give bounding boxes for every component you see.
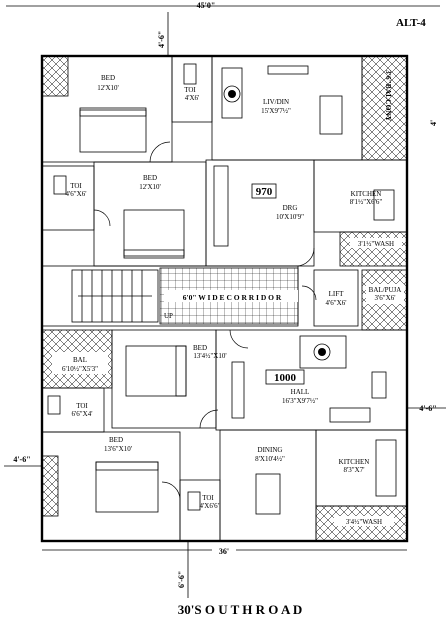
bottom-vertical-dimension: 6'-6" — [177, 541, 189, 598]
lift-size: 4'6"X6' — [326, 299, 347, 307]
bed4-name: BED — [109, 436, 123, 444]
kitchen1-size: 8'1½"X6'6" — [350, 198, 383, 206]
lower-area-box — [265, 369, 305, 385]
dim-left-label: 4'-6" — [13, 455, 30, 464]
balpuja-name: BAL/PUJA — [369, 286, 402, 294]
toi4-wc-icon — [187, 491, 201, 511]
right-dimension: 4'-6" — [407, 404, 446, 413]
bed4-wardrobe — [41, 455, 59, 517]
drg-name: DRG — [283, 204, 298, 212]
bed3-name: BED — [193, 344, 207, 352]
room-hall — [215, 329, 408, 431]
bal-size: 6'10½"X5'3" — [62, 365, 98, 373]
hall-size: 16'3"X9'7½" — [282, 397, 318, 405]
top-left-dimension: 4'-6" — [157, 12, 169, 56]
toi2-name: TOI — [70, 182, 82, 190]
room-lift — [313, 269, 359, 327]
dining-table-icon — [319, 95, 343, 135]
dining-size: 8'X10'4½" — [255, 455, 285, 463]
upper-unit-area: 970 — [256, 186, 273, 198]
hall-sofa-icon — [329, 407, 371, 423]
bed1-size: 12'X10' — [97, 84, 119, 92]
toi1-name: TOI — [184, 86, 196, 94]
bal-name: BAL — [73, 356, 87, 364]
room-wash1 — [339, 231, 408, 267]
bed1-hatch — [41, 55, 69, 97]
livdin-size: 15'X9'7½" — [261, 107, 291, 115]
bed2-name: BED — [143, 174, 157, 182]
drg-size: 10'X10'9" — [276, 213, 304, 221]
lower-unit-area: 1000 — [274, 372, 297, 384]
balcony-name: 3'6"BALCONY — [384, 70, 393, 122]
dim-right-label: 4'-6" — [419, 404, 436, 413]
bed3-bed-icon — [125, 345, 187, 397]
hall-rug-icon — [299, 335, 347, 369]
toi4-name: TOI — [202, 494, 214, 502]
bed4-size: 13'6"X10' — [104, 445, 132, 453]
kitchen1-counter-icon — [373, 189, 395, 221]
top-width-label: 45'0" — [197, 1, 216, 10]
road-label: 30'S O U T H R O A D — [178, 602, 303, 617]
stair-treads — [78, 270, 152, 322]
bottom-dimension: 36' — [42, 544, 407, 556]
bed2-size: 12'X10' — [139, 183, 161, 191]
bed2-bed-icon — [123, 209, 185, 257]
dim-top-left-label: 4'-6" — [157, 31, 166, 48]
kitchen2-counter-icon — [375, 439, 397, 497]
wash2-name: 3'4½"WASH — [346, 518, 382, 526]
livdin-sofa-icon — [267, 65, 309, 75]
hall-chair-icon — [371, 371, 387, 399]
bed1-bed-icon — [79, 109, 147, 153]
corridor-label: 6'0" W I D E C O R R I D O R — [183, 293, 282, 302]
bed1-name: BED — [101, 74, 115, 82]
lift-name: LIFT — [329, 290, 345, 298]
hall-unit-icon — [231, 361, 245, 419]
bed3-size: 13'4½"X10' — [193, 352, 226, 360]
dim-bottom-label: 6'-6" — [177, 571, 186, 588]
bed4-bed-icon — [95, 461, 159, 513]
dining2-table-icon — [255, 473, 281, 515]
kitchen2-name: KITCHEN — [339, 458, 370, 466]
room-balcony — [361, 55, 408, 161]
hall-name: HALL — [291, 388, 310, 396]
kitchen2-size: 8'3"X7' — [344, 466, 365, 474]
alt-label: ALT-4 — [396, 17, 426, 29]
toi4-size: 4'X6'6" — [200, 502, 221, 510]
toi1-wc-icon — [183, 63, 197, 85]
door-swings — [93, 141, 317, 501]
staircase — [71, 269, 159, 323]
toi3-wc-icon — [47, 395, 61, 415]
dining-name: DINING — [258, 446, 283, 454]
bottom-width-label: 36' — [219, 547, 229, 556]
balpuja-size: 3'6"X6' — [375, 294, 396, 302]
drg-sofa-icon — [213, 165, 229, 247]
upper-area-box — [251, 183, 277, 199]
room-toi4 — [179, 479, 221, 542]
right-top-dim: 4' — [429, 120, 438, 126]
kitchen1-name: KITCHEN — [351, 190, 382, 198]
top-dimension: 45'0" — [6, 1, 440, 10]
wash1-name: 3'1½"WASH — [358, 240, 394, 248]
room-toi2 — [41, 165, 95, 231]
left-dimension: 4'-6" — [4, 455, 42, 467]
toi2-wc-icon — [53, 175, 67, 195]
toi3-name: TOI — [76, 402, 88, 410]
livdin-name: LIV/DIN — [263, 98, 289, 106]
toi3-size: 6'6"X4' — [72, 410, 93, 418]
toi1-size: 4'X6' — [185, 94, 200, 102]
livdin-rug-icon — [221, 67, 243, 119]
toi2-size: 4'6"X6' — [66, 190, 87, 198]
